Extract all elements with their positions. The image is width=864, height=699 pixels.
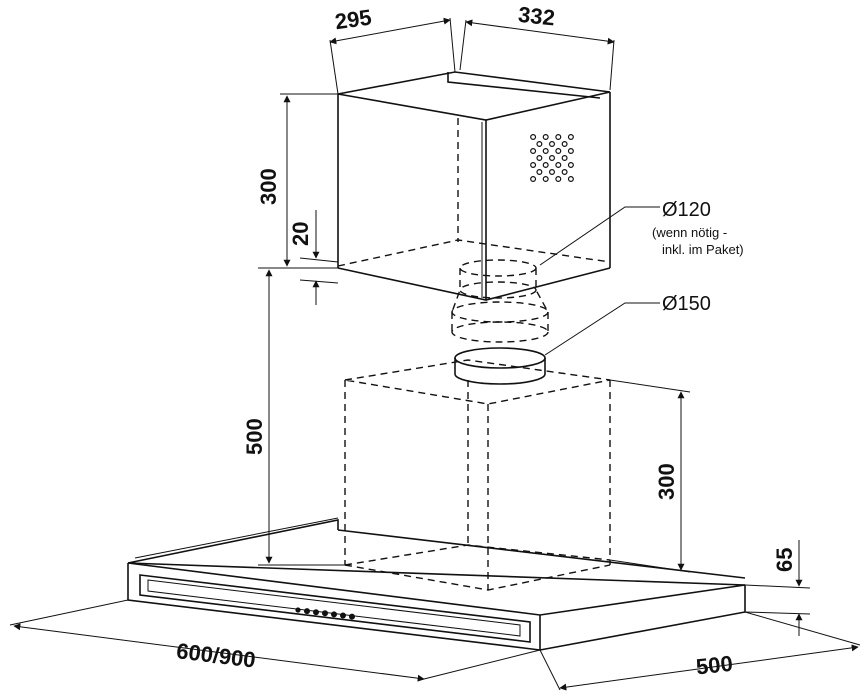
vent-hole [555,148,562,155]
dim-chimney-lower: 300 [654,463,679,500]
vent-hole [548,155,555,162]
vent-hole [542,134,549,141]
dim-canopy-width: 600/900 [175,638,257,673]
control-button [331,611,337,618]
vent-hole [530,176,537,183]
canopy [127,517,746,651]
vent-hole [548,169,555,176]
control-button [304,608,310,615]
control-button [313,609,319,616]
dimension-lines [9,17,861,691]
duct-150-diameter: Ø150 [662,293,711,315]
vent-hole [555,162,562,169]
vent-hole [555,176,562,183]
dim-top-width: 332 [517,2,556,31]
duct-120-note-line2: inkl. im Paket) [662,242,744,257]
vent-holes [530,134,574,183]
control-panel [295,607,355,620]
vent-hole [536,155,543,162]
control-button [322,610,328,617]
dim-chimney-total: 500 [242,418,267,455]
vent-hole [530,134,537,141]
vent-hole [567,134,574,141]
vent-hole [567,176,574,183]
dim-canopy-depth: 500 [695,651,734,680]
duct-120-diameter: Ø120 [662,199,711,221]
control-button [340,612,346,619]
vent-hole [561,155,568,162]
vent-hole [561,169,568,176]
vent-hole [530,148,537,155]
dim-top-depth: 295 [333,5,373,35]
vent-hole [542,176,549,183]
control-button [295,607,301,613]
vent-hole [561,141,568,148]
duct-150 [454,347,546,385]
vent-hole [530,162,537,169]
lower-chimney [344,359,611,591]
vent-hole [567,162,574,169]
vent-hole [542,148,549,155]
upper-chimney [337,71,611,301]
duct-adapter [451,259,549,343]
control-button [349,613,355,620]
vent-hole [536,169,543,176]
dim-chimney-upper: 300 [256,168,281,205]
vent-hole [536,141,543,148]
dim-canopy-height: 65 [772,548,797,572]
vent-hole [542,162,549,169]
dim-overlap: 20 [288,222,313,246]
vent-hole [567,148,574,155]
vent-hole [548,141,555,148]
duct-120-note-line1: (wenn nötig - [652,225,727,240]
vent-hole [555,134,562,141]
